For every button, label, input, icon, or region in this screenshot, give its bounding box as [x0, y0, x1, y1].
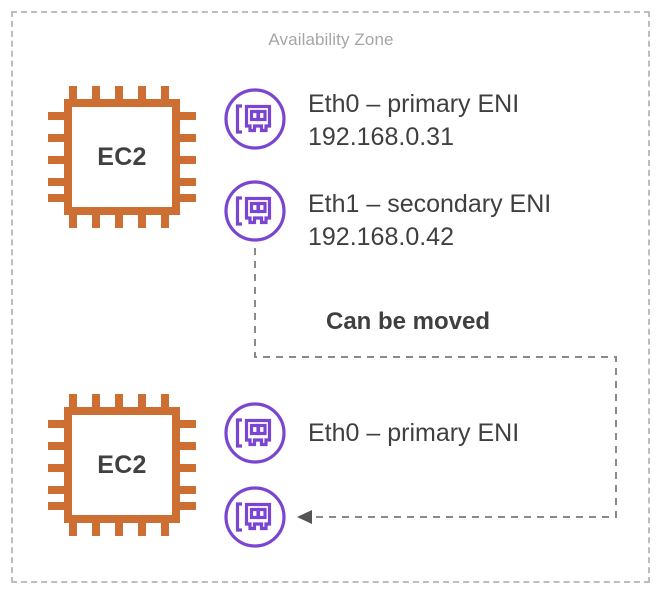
network-interface-icon — [222, 400, 288, 466]
eni-ip: 192.168.0.42 — [308, 223, 454, 251]
network-interface-icon — [222, 484, 288, 550]
cpu-chip-icon: EC2 — [47, 390, 197, 540]
cpu-chip-icon: EC2 — [47, 82, 197, 232]
network-interface-icon — [222, 86, 288, 152]
eni-text-block: Eth0 – primary ENI — [308, 417, 519, 450]
network-interface-icon — [222, 178, 288, 244]
eni-text-block: Eth1 – secondary ENI 192.168.0.42 — [308, 188, 551, 254]
eni-name: Eth0 – primary ENI — [308, 90, 520, 118]
eni-name: Eth0 – primary ENI — [308, 419, 520, 447]
availability-zone-label: Availability Zone — [268, 30, 394, 49]
availability-zone-boundary — [11, 11, 650, 583]
eni-text-block: Eth0 – primary ENI 192.168.0.31 — [308, 88, 519, 154]
eni-ip: 192.168.0.31 — [308, 123, 454, 151]
can-be-moved-label: Can be moved — [326, 308, 491, 335]
eni-name: Eth1 – secondary ENI — [308, 190, 552, 218]
